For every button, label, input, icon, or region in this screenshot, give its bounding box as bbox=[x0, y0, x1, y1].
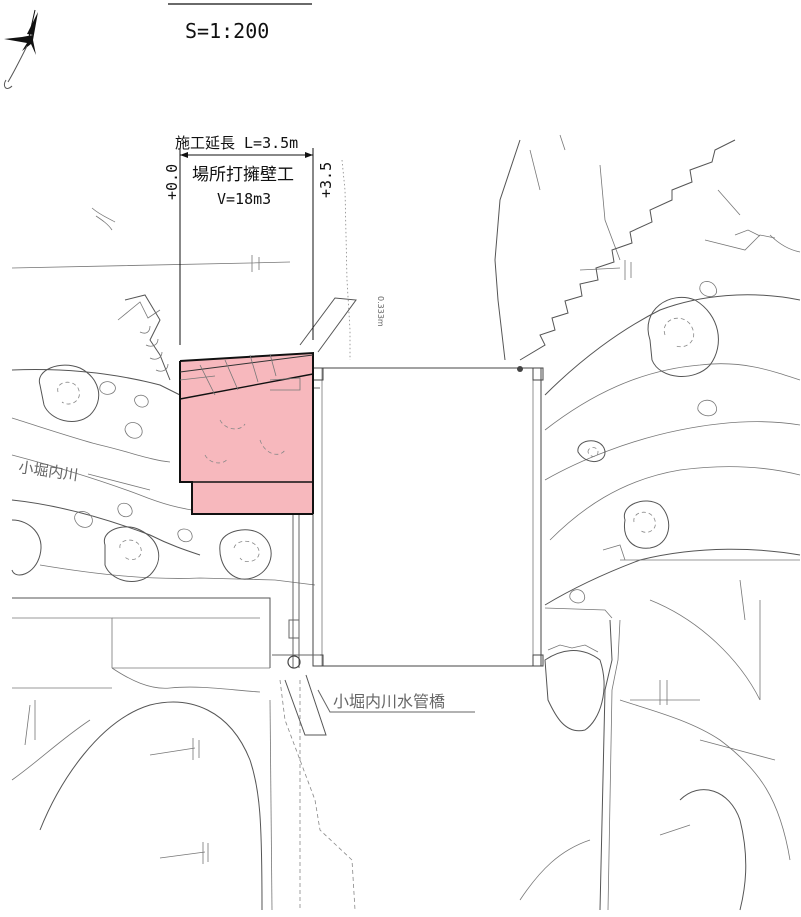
pipe-bridge-label: 小堀内川水管橋 bbox=[317, 689, 475, 713]
svg-text:小堀内川: 小堀内川 bbox=[17, 458, 79, 484]
gap-dimension-label: 0.333m bbox=[376, 296, 385, 327]
work-name-label: 場所打擁壁工 bbox=[192, 165, 294, 185]
river-label: 小堀内川 bbox=[17, 458, 151, 491]
retaining-wall-area bbox=[179, 351, 314, 515]
annotations: 施工延長 L=3.5m 場所打擁壁工 V=18m3 +0.0 +3.5 0.33… bbox=[17, 134, 475, 713]
station-start-label: +0.0 bbox=[163, 164, 181, 200]
north-arrow-icon bbox=[3, 9, 38, 89]
construction-extension-label: 施工延長 L=3.5m bbox=[175, 134, 298, 152]
scale-label: S=1:200 bbox=[168, 3, 312, 43]
dimension-lines bbox=[179, 148, 314, 345]
svg-text:S=1:200: S=1:200 bbox=[185, 19, 269, 43]
station-end-label: +3.5 bbox=[317, 162, 335, 198]
svg-text:小堀内川水管橋: 小堀内川水管橋 bbox=[333, 692, 445, 711]
volume-label: V=18m3 bbox=[217, 190, 271, 208]
terrain-linework bbox=[11, 134, 801, 911]
